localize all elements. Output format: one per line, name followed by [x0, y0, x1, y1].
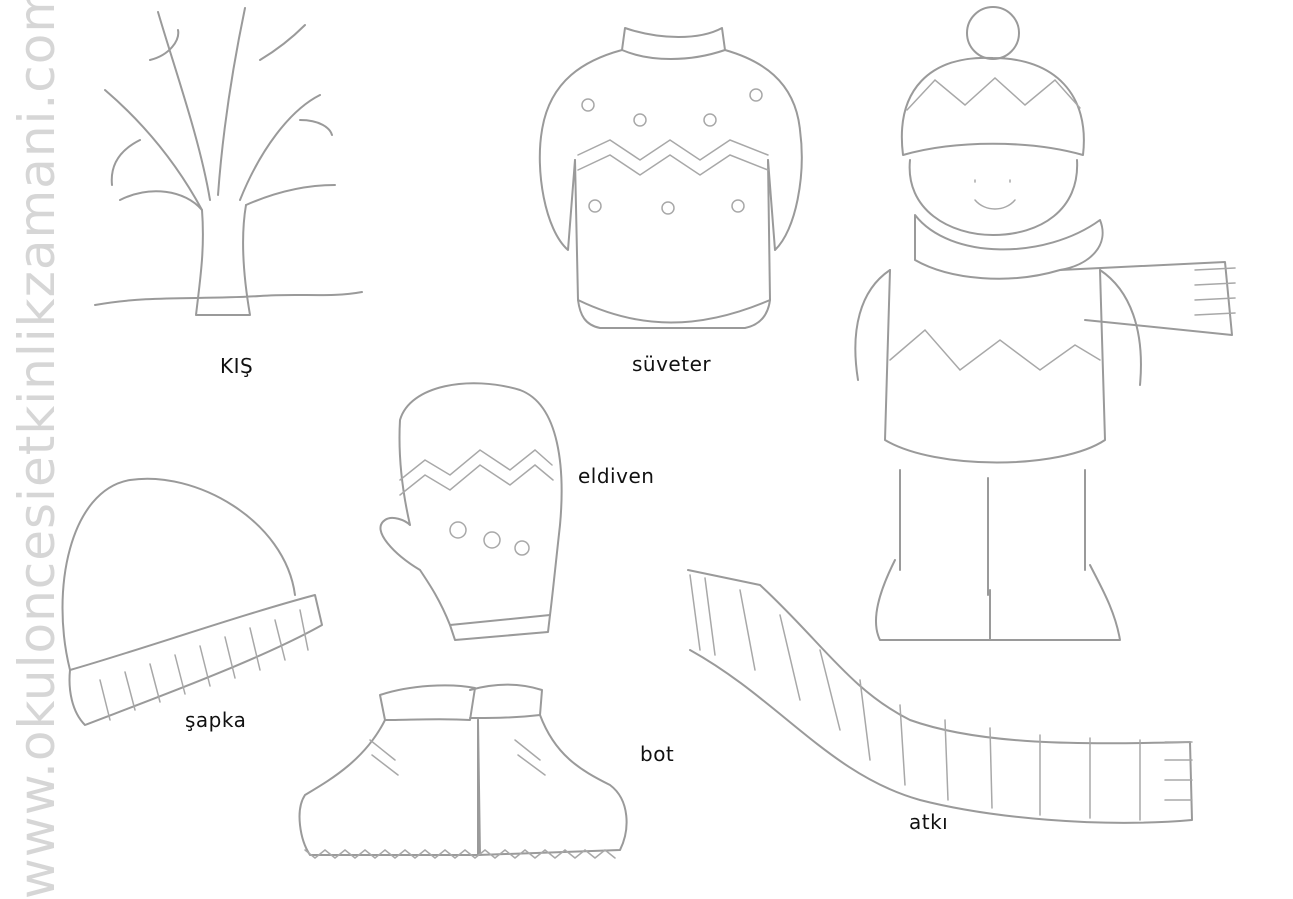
scarf-drawing [687, 569, 1193, 824]
label-hat: şapka [185, 708, 247, 732]
label-mitten: eldiven [578, 464, 655, 488]
boots-drawing [298, 683, 628, 859]
child-in-winter-clothes-drawing [854, 6, 1236, 641]
label-boots: bot [640, 742, 675, 766]
label-sweater: süveter [632, 352, 712, 376]
label-scarf: atkı [909, 810, 949, 834]
sweater-drawing [538, 27, 803, 329]
label-winter: KIŞ [220, 354, 254, 378]
knit-hat-drawing [61, 477, 323, 726]
mitten-drawing [379, 382, 563, 641]
bare-tree-drawing [94, 7, 363, 316]
